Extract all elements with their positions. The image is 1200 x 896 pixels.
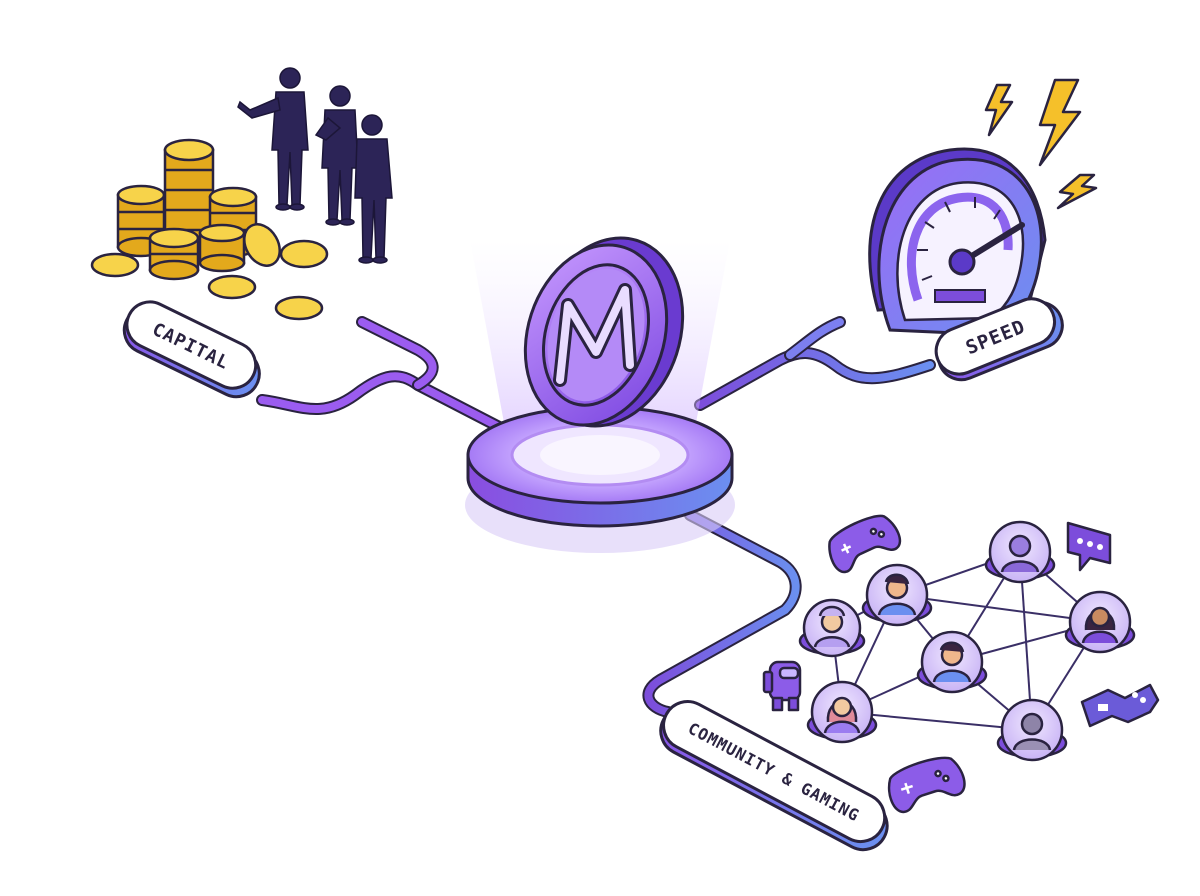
coin	[90, 252, 140, 278]
avatar	[861, 563, 933, 627]
avatar	[798, 598, 866, 658]
gamepad-icon	[828, 514, 902, 574]
speed-connector	[694, 316, 936, 411]
game-character-icon	[762, 660, 802, 712]
coin-stack	[148, 227, 200, 281]
speedometer-icon	[868, 147, 1047, 337]
avatar	[996, 698, 1068, 762]
lightning-bolt-icon	[1056, 173, 1098, 210]
avatar	[916, 630, 988, 694]
coin	[207, 274, 257, 300]
coins-and-investors-icon	[90, 138, 329, 321]
community-cluster: COMMUNITY & GAMING	[659, 514, 1160, 852]
capital-label-pill: CAPITAL	[122, 300, 261, 399]
lightning-bolt-icon	[984, 83, 1014, 137]
speed-label-pill: SPEED	[934, 297, 1064, 382]
lightning-bolt-icon	[1038, 78, 1082, 167]
chat-bubble-icon	[1066, 521, 1112, 572]
puzzle-piece-icon	[1080, 683, 1160, 728]
investors-silhouette	[237, 67, 393, 264]
avatar	[1064, 590, 1136, 654]
central-hub	[465, 236, 735, 553]
lightning-icons	[984, 78, 1098, 210]
avatar	[984, 520, 1056, 584]
investor-figure	[237, 67, 309, 211]
coin	[274, 295, 324, 321]
coin	[243, 223, 281, 267]
connector-lines	[256, 316, 936, 718]
coin	[279, 239, 329, 269]
speed-cluster: SPEED	[868, 78, 1098, 382]
gamepad-icon	[887, 756, 966, 814]
capital-connector	[256, 316, 511, 436]
coin-stack	[198, 223, 246, 273]
community-connector	[642, 509, 802, 718]
capital-cluster: CAPITAL	[90, 67, 393, 399]
avatar	[806, 680, 878, 744]
investor-figure	[314, 85, 359, 226]
investor-figure	[354, 114, 393, 264]
